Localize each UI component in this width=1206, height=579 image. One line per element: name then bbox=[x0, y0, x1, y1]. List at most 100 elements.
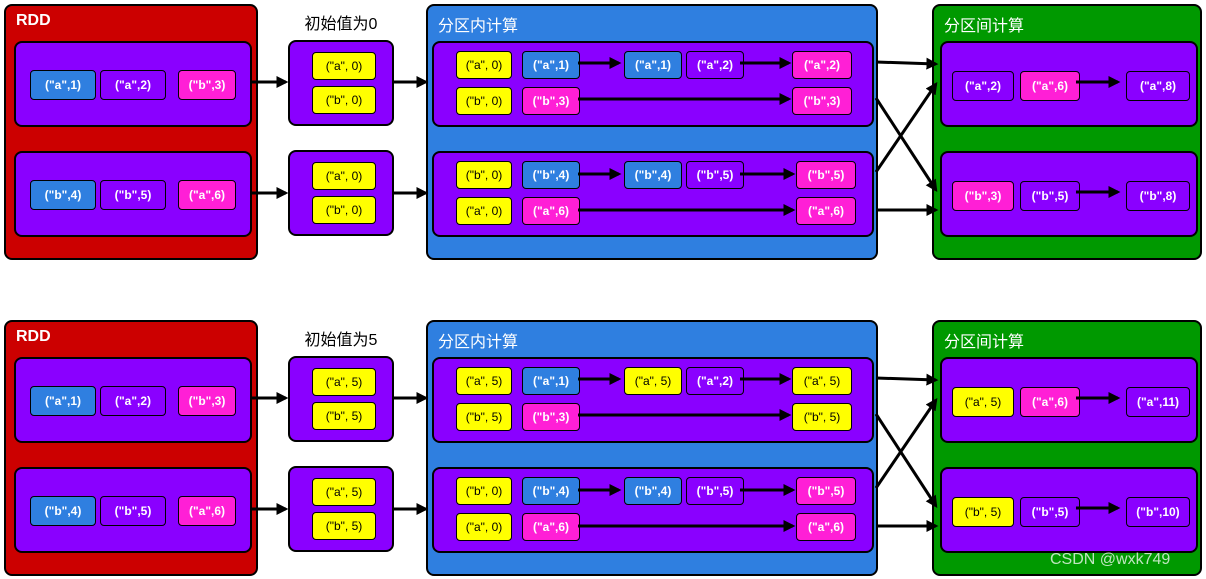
inter-partition: ("a",2)("a",6) ("a",8) bbox=[940, 41, 1198, 127]
init-chip: ("a", 5) bbox=[312, 478, 376, 506]
tuple-chip: ("a",2) bbox=[100, 70, 166, 100]
arrow-shuffle bbox=[875, 373, 939, 386]
init-partition: ("a", 0) ("b", 0) bbox=[288, 150, 394, 236]
tuple-chip: ("b",5) bbox=[686, 161, 744, 189]
tuple-chip: ("a",6) bbox=[1020, 71, 1080, 101]
tuple-chip: ("b",3) bbox=[952, 181, 1014, 211]
init-chip: ("a", 0) bbox=[456, 197, 512, 225]
result-chip: ("b",5) bbox=[796, 161, 856, 189]
init-chip: ("a", 5) bbox=[456, 367, 512, 395]
init-partition: ("a", 0) ("b", 0) bbox=[288, 40, 394, 126]
result-chip: ("a",2) bbox=[792, 51, 852, 79]
tuple-chip: ("b",4) bbox=[30, 180, 96, 210]
tuple-chip: ("b", 5) bbox=[952, 497, 1014, 527]
inter-title: 分区间计算 bbox=[944, 18, 1025, 35]
intra-partition: ("a", 5)("a",1)("a", 5)("a",2)("a", 5)("… bbox=[432, 357, 874, 443]
final-result-chip: ("a",8) bbox=[1126, 71, 1190, 101]
result-chip: ("a",6) bbox=[796, 197, 856, 225]
rdd-partition: ("b",4)("b",5) ("a",6) bbox=[14, 467, 252, 553]
result-chip: ("a",6) bbox=[796, 513, 856, 541]
intra-partition: ("b", 0)("b",4)("b",4)("b",5)("b",5)("a"… bbox=[432, 467, 874, 553]
tuple-chip: ("b",5) bbox=[100, 180, 166, 210]
tuple-chip: ("a",2) bbox=[952, 71, 1014, 101]
intra-title: 分区内计算 bbox=[438, 18, 519, 35]
tuple-chip: ("a",6) bbox=[1020, 387, 1080, 417]
init-chip: ("b", 5) bbox=[312, 402, 376, 430]
init-chip: ("a", 0) bbox=[456, 513, 512, 541]
intra-partition-panel: 分区内计算("a", 0)("a",1)("a",1)("a",2)("a",2… bbox=[426, 4, 878, 260]
result-chip: ("b", 5) bbox=[792, 403, 852, 431]
final-result-chip: ("b",8) bbox=[1126, 181, 1190, 211]
init-chip: ("b", 0) bbox=[456, 161, 512, 189]
result-chip: ("b",3) bbox=[792, 87, 852, 115]
intermediate-chip: ("a", 5) bbox=[624, 367, 682, 395]
final-result-chip: ("b",10) bbox=[1126, 497, 1190, 527]
init-chip: ("b", 0) bbox=[312, 86, 376, 114]
tuple-chip: ("b",4) bbox=[522, 477, 580, 505]
rdd-panel: RDD("a",1)("a",2)("b",3)("b",4)("b",5)("… bbox=[4, 320, 258, 576]
rdd-title: RDD bbox=[16, 12, 51, 29]
init-chip: ("b", 5) bbox=[312, 512, 376, 540]
tuple-chip: ("a",6) bbox=[178, 180, 236, 210]
tuple-chip: ("a",2) bbox=[686, 51, 744, 79]
arrow-shuffle bbox=[874, 97, 938, 193]
intermediate-chip: ("b",4) bbox=[624, 161, 682, 189]
init-value-label: 初始值为0 bbox=[304, 16, 378, 33]
inter-partition: ("a", 5)("a",6) ("a",11) bbox=[940, 357, 1198, 443]
inter-partition: ("b", 5)("b",5) ("b",10) bbox=[940, 467, 1198, 553]
arrow-shuffle bbox=[874, 82, 938, 173]
init-chip: ("a", 0) bbox=[312, 52, 376, 80]
init-chip: ("a", 5) bbox=[312, 368, 376, 396]
intra-partition: ("a", 0)("a",1)("a",1)("a",2)("a",2)("b"… bbox=[432, 41, 874, 127]
init-chip: ("b", 5) bbox=[456, 403, 512, 431]
rdd-panel: RDD("a",1)("a",2)("b",3)("b",4)("b",5)("… bbox=[4, 4, 258, 260]
tuple-chip: ("b",4) bbox=[30, 496, 96, 526]
arrow-shuffle bbox=[874, 413, 938, 509]
tuple-chip: ("b",4) bbox=[522, 161, 580, 189]
watermark-text: CSDN @wxk749 bbox=[1050, 551, 1171, 568]
tuple-chip: ("a",2) bbox=[686, 367, 744, 395]
tuple-chip: ("a",1) bbox=[30, 386, 96, 416]
tuple-chip: ("b",5) bbox=[1020, 181, 1080, 211]
tuple-chip: ("b",3) bbox=[522, 403, 580, 431]
tuple-chip: ("a",6) bbox=[522, 513, 580, 541]
tuple-chip: ("a",1) bbox=[522, 367, 580, 395]
arrow-shuffle bbox=[875, 57, 939, 70]
inter-partition: ("b",3)("b",5) ("b",8) bbox=[940, 151, 1198, 237]
tuple-chip: ("b",5) bbox=[1020, 497, 1080, 527]
inter-partition-panel: 分区间计算 ("a",2)("a",6) ("a",8) ("b",3)("b",5)… bbox=[932, 4, 1202, 260]
tuple-chip: ("b",3) bbox=[522, 87, 580, 115]
tuple-chip: ("a",1) bbox=[30, 70, 96, 100]
tuple-chip: ("b",3) bbox=[178, 70, 236, 100]
tuple-chip: ("a", 5) bbox=[952, 387, 1014, 417]
result-chip: ("a", 5) bbox=[792, 367, 852, 395]
final-result-chip: ("a",11) bbox=[1126, 387, 1190, 417]
tuple-chip: ("b",3) bbox=[178, 386, 236, 416]
init-chip: ("b", 0) bbox=[456, 477, 512, 505]
inter-title: 分区间计算 bbox=[944, 334, 1025, 351]
tuple-chip: ("b",5) bbox=[686, 477, 744, 505]
rdd-partition: ("a",1)("a",2) ("b",3) bbox=[14, 41, 252, 127]
init-chip: ("b", 0) bbox=[312, 196, 376, 224]
rdd-partition: ("a",1)("a",2) ("b",3) bbox=[14, 357, 252, 443]
init-chip: ("b", 0) bbox=[456, 87, 512, 115]
tuple-chip: ("a",1) bbox=[522, 51, 580, 79]
intermediate-chip: ("b",4) bbox=[624, 477, 682, 505]
rdd-title: RDD bbox=[16, 328, 51, 345]
tuple-chip: ("a",6) bbox=[522, 197, 580, 225]
init-partition: ("a", 5) ("b", 5) bbox=[288, 356, 394, 442]
result-chip: ("b",5) bbox=[796, 477, 856, 505]
intra-partition-panel: 分区内计算("a", 5)("a",1)("a", 5)("a",2)("a",… bbox=[426, 320, 878, 576]
init-chip: ("a", 0) bbox=[312, 162, 376, 190]
tuple-chip: ("a",6) bbox=[178, 496, 236, 526]
intra-partition: ("b", 0)("b",4)("b",4)("b",5)("b",5)("a"… bbox=[432, 151, 874, 237]
intra-title: 分区内计算 bbox=[438, 334, 519, 351]
intermediate-chip: ("a",1) bbox=[624, 51, 682, 79]
init-chip: ("a", 0) bbox=[456, 51, 512, 79]
tuple-chip: ("b",5) bbox=[100, 496, 166, 526]
init-partition: ("a", 5) ("b", 5) bbox=[288, 466, 394, 552]
tuple-chip: ("a",2) bbox=[100, 386, 166, 416]
arrow-shuffle bbox=[874, 398, 938, 489]
init-value-label: 初始值为5 bbox=[304, 332, 378, 349]
rdd-partition: ("b",4)("b",5) ("a",6) bbox=[14, 151, 252, 237]
